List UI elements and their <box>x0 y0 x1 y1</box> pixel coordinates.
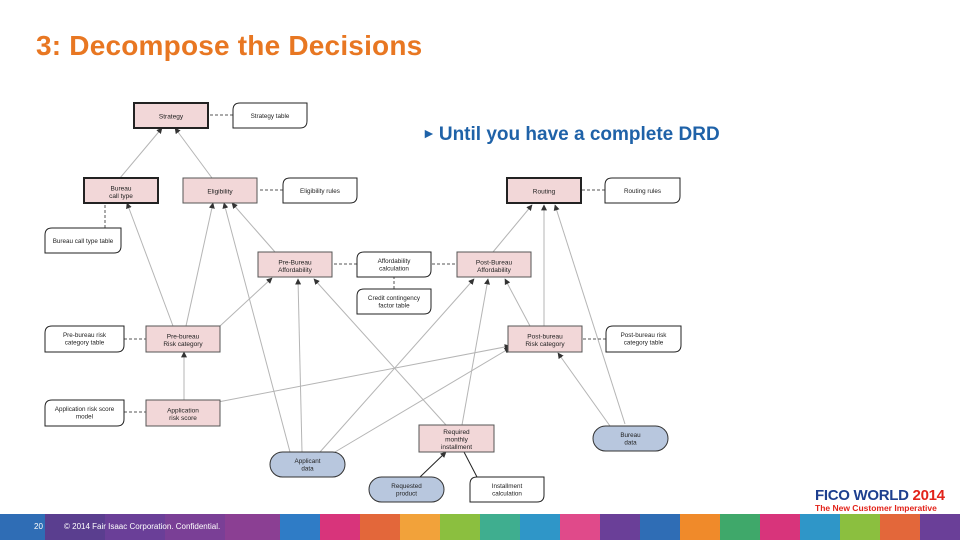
node-bureau-call-type-table: Bureau call type table <box>44 227 122 254</box>
page-number: 20 <box>34 522 43 531</box>
svg-text:Eligibility: Eligibility <box>207 189 233 196</box>
slide-title: 3: Decompose the Decisions <box>36 30 423 61</box>
svg-text:Strategy: Strategy <box>159 114 184 121</box>
brand-tagline: The New Customer Imperative <box>815 503 937 513</box>
bottom-connectors <box>419 451 478 478</box>
brand-name: FICO WORLD <box>815 487 909 504</box>
edge-applicant-to-preafford <box>295 278 303 453</box>
edge-applicant-to-postafford <box>319 278 475 453</box>
edge-bureaudata-to-routing <box>553 204 626 425</box>
edge-bureaudata-to-postrisk <box>557 352 611 427</box>
knowledge-edges <box>104 114 606 413</box>
edge-prerisk-to-eligibility <box>185 202 215 327</box>
edge-appscore-to-postrisk <box>217 344 511 403</box>
edge-installment-to-postafford <box>461 278 491 426</box>
copyright-notice: © 2014 Fair Isaac Corporation. Confident… <box>64 522 221 531</box>
fico-world-logo: FICO WORLD 2014 The New Customer Imperat… <box>815 488 945 513</box>
svg-text:Eligibility rules: Eligibility rules <box>300 188 340 195</box>
edge-postrisk-to-postafford <box>504 278 531 327</box>
bullet-arrow-icon: ► <box>422 125 436 141</box>
brand-year: 2014 <box>912 487 945 504</box>
node-eligibility: Eligibility <box>182 177 258 204</box>
node-routing: Routing <box>506 177 582 204</box>
edge-postafford-to-routing <box>492 204 533 253</box>
footer-color-strip <box>0 514 960 540</box>
svg-text:Strategy table: Strategy table <box>251 113 290 120</box>
edge-eligibility-to-strategy <box>174 127 213 179</box>
edge-preafford-to-eligibility <box>231 202 276 253</box>
node-routing-rules: Routing rules <box>604 177 681 204</box>
knowledge-nodes: Strategy table Eligibility rules Routing… <box>44 102 682 503</box>
svg-text:Routing rules: Routing rules <box>624 188 661 195</box>
svg-text:Bureau call type table: Bureau call type table <box>53 238 114 245</box>
node-eligibility-rules: Eligibility rules <box>282 177 358 204</box>
node-strategy-table: Strategy table <box>232 102 308 129</box>
svg-text:Routing: Routing <box>533 189 556 196</box>
edge-installment-to-preafford <box>313 278 447 426</box>
requirement-edges <box>119 127 626 453</box>
bullet-text: Until you have a complete DRD <box>438 124 720 145</box>
edge-prerisk-to-bureau <box>126 202 174 327</box>
bullet-point: ►Until you have a complete DRD <box>422 124 720 146</box>
edge-applicant-to-postrisk <box>334 347 511 453</box>
edge-applicant-to-eligibility <box>222 202 291 453</box>
node-strategy: Strategy <box>133 102 209 129</box>
edge-bureau-to-strategy <box>119 127 163 179</box>
